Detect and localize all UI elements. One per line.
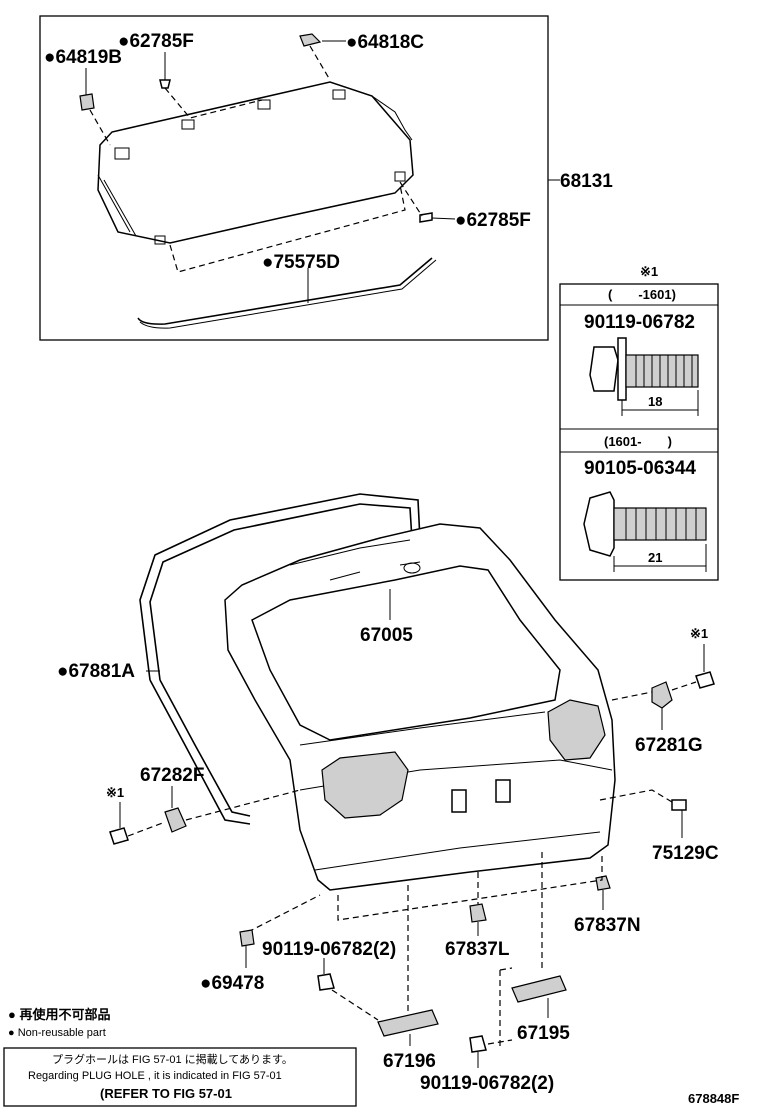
glass-group-frame — [39, 15, 549, 341]
clip-lower-part — [419, 212, 433, 223]
label-clip-upper: ●62785F — [118, 31, 194, 52]
bolt-row1-head — [589, 346, 619, 392]
cushion-dashed — [599, 789, 673, 803]
lower-dashed-leader — [487, 1039, 513, 1045]
legend-en: ● Non-reusable part — [8, 1027, 106, 1039]
label-cushion: 75129C — [652, 843, 719, 864]
lower-dashed-leader — [331, 989, 379, 1021]
lower-dashed-leader — [499, 967, 513, 1050]
bolt-row2-part-no: 90105-06344 — [584, 458, 696, 479]
hinge-dashed-left — [127, 789, 301, 837]
grommet-n-part — [595, 875, 611, 891]
bolt-row1-part-no: 90119-06782 — [584, 312, 695, 333]
note-line3: (REFER TO FIG 57-01 — [100, 1086, 232, 1101]
glass-dashed-leader — [309, 45, 331, 81]
label-stopper-left: ●64819B — [44, 47, 122, 68]
label-grommet-n: 67837N — [574, 915, 641, 936]
label-weatherstrip: ●67881A — [57, 661, 135, 682]
bolt-a-part — [317, 973, 335, 991]
label-hinge-cover-left: 67282F — [140, 765, 204, 786]
bolt-row1-period: ( -1601) — [608, 287, 676, 302]
weatherstrip-part — [149, 503, 413, 817]
molding-strip — [139, 259, 437, 329]
label-hinge-cover-right: 67281G — [635, 735, 703, 756]
label-cover-right: 67195 — [517, 1023, 570, 1044]
door-lamp-recess-left — [321, 751, 409, 819]
door-lamp-recess-right — [547, 699, 606, 761]
cushion-part — [671, 799, 687, 811]
stopper-left-part — [79, 93, 95, 111]
glass-pad — [332, 89, 346, 100]
glass-bracket-right — [371, 95, 413, 141]
glass-pad — [394, 171, 406, 182]
door-plug-hole — [495, 779, 511, 803]
label-bolt-b: 90119-06782(2) — [420, 1073, 554, 1094]
hinge-bolt-left — [109, 827, 129, 845]
glass-pad — [154, 235, 166, 245]
bolt-row2-thread — [625, 508, 697, 540]
glass-pad — [181, 119, 195, 130]
glass-dashed-leader — [164, 87, 263, 119]
note-frame — [3, 1047, 357, 1107]
bolt-table-frame — [559, 283, 719, 581]
note-line1: プラグホールは FIG 57-01 に掲載してあります。 — [52, 1052, 293, 1066]
hinge-cover-left-part — [164, 807, 187, 833]
clip-upper-part — [159, 79, 171, 89]
bolt-row1-thread — [635, 355, 693, 387]
label-clip: ●69478 — [200, 973, 264, 994]
door-lower-line — [314, 831, 601, 871]
door-weld-line — [299, 711, 546, 746]
label-bolt-a: 90119-06782(2) — [262, 939, 396, 960]
stopper-right-part — [299, 33, 322, 47]
label-cover-left: 67196 — [383, 1051, 436, 1072]
bolt-row2-head — [583, 491, 615, 557]
glass-dashed-leader — [89, 109, 111, 146]
figure-code: 678848F — [688, 1091, 739, 1106]
label-molding: ●75575D — [262, 252, 340, 273]
leader-clip-lower — [431, 217, 456, 220]
bolt-row1-shank — [625, 354, 699, 388]
glass-pad — [114, 147, 130, 160]
glass-group-number: 68131 — [560, 171, 613, 192]
glass-edge — [97, 174, 137, 237]
hinge-bolt-right — [695, 671, 715, 689]
label-clip-lower: ●62785F — [455, 210, 531, 231]
glass-dashed-leader — [169, 184, 406, 273]
note-line2: Regarding PLUG HOLE , it is indicated in… — [28, 1070, 282, 1082]
door-window-opening — [251, 565, 561, 741]
bolt-row2-period: (1601- ) — [604, 434, 672, 449]
glass-dashed-leader — [399, 181, 423, 217]
bolt-b-part — [469, 1035, 487, 1053]
label-marker-left: ※1 — [106, 785, 124, 800]
door-plug-hole — [451, 789, 467, 813]
cover-right-part — [511, 975, 567, 1003]
bolt-row2-length: 21 — [648, 550, 662, 565]
bolt-row1-length: 18 — [648, 394, 662, 409]
label-stopper-right: ●64818C — [346, 32, 424, 53]
lower-dashed-leader — [247, 894, 321, 933]
hinge-dashed-right — [611, 681, 697, 701]
weatherstrip-part — [139, 493, 421, 825]
label-marker-right: ※1 — [690, 626, 708, 641]
label-door-panel: 67005 — [360, 625, 413, 646]
door-upper-detail — [403, 562, 421, 574]
lower-dashed-leader — [337, 855, 603, 921]
label-grommet-l: 67837L — [445, 939, 510, 960]
legend-jp: ● 再使用不可部品 — [8, 1007, 110, 1022]
bolt-row2-shank — [613, 507, 707, 541]
clip-part — [239, 929, 255, 947]
back-door-glass — [97, 81, 414, 244]
glass-pad — [257, 99, 271, 110]
molding-strip — [137, 257, 433, 325]
bolt-table-marker: ※1 — [640, 264, 658, 279]
cover-left-part — [377, 1009, 439, 1037]
bolt-row1-washer — [617, 337, 627, 401]
grommet-l-part — [469, 903, 487, 923]
hinge-cover-right-part — [651, 681, 673, 709]
